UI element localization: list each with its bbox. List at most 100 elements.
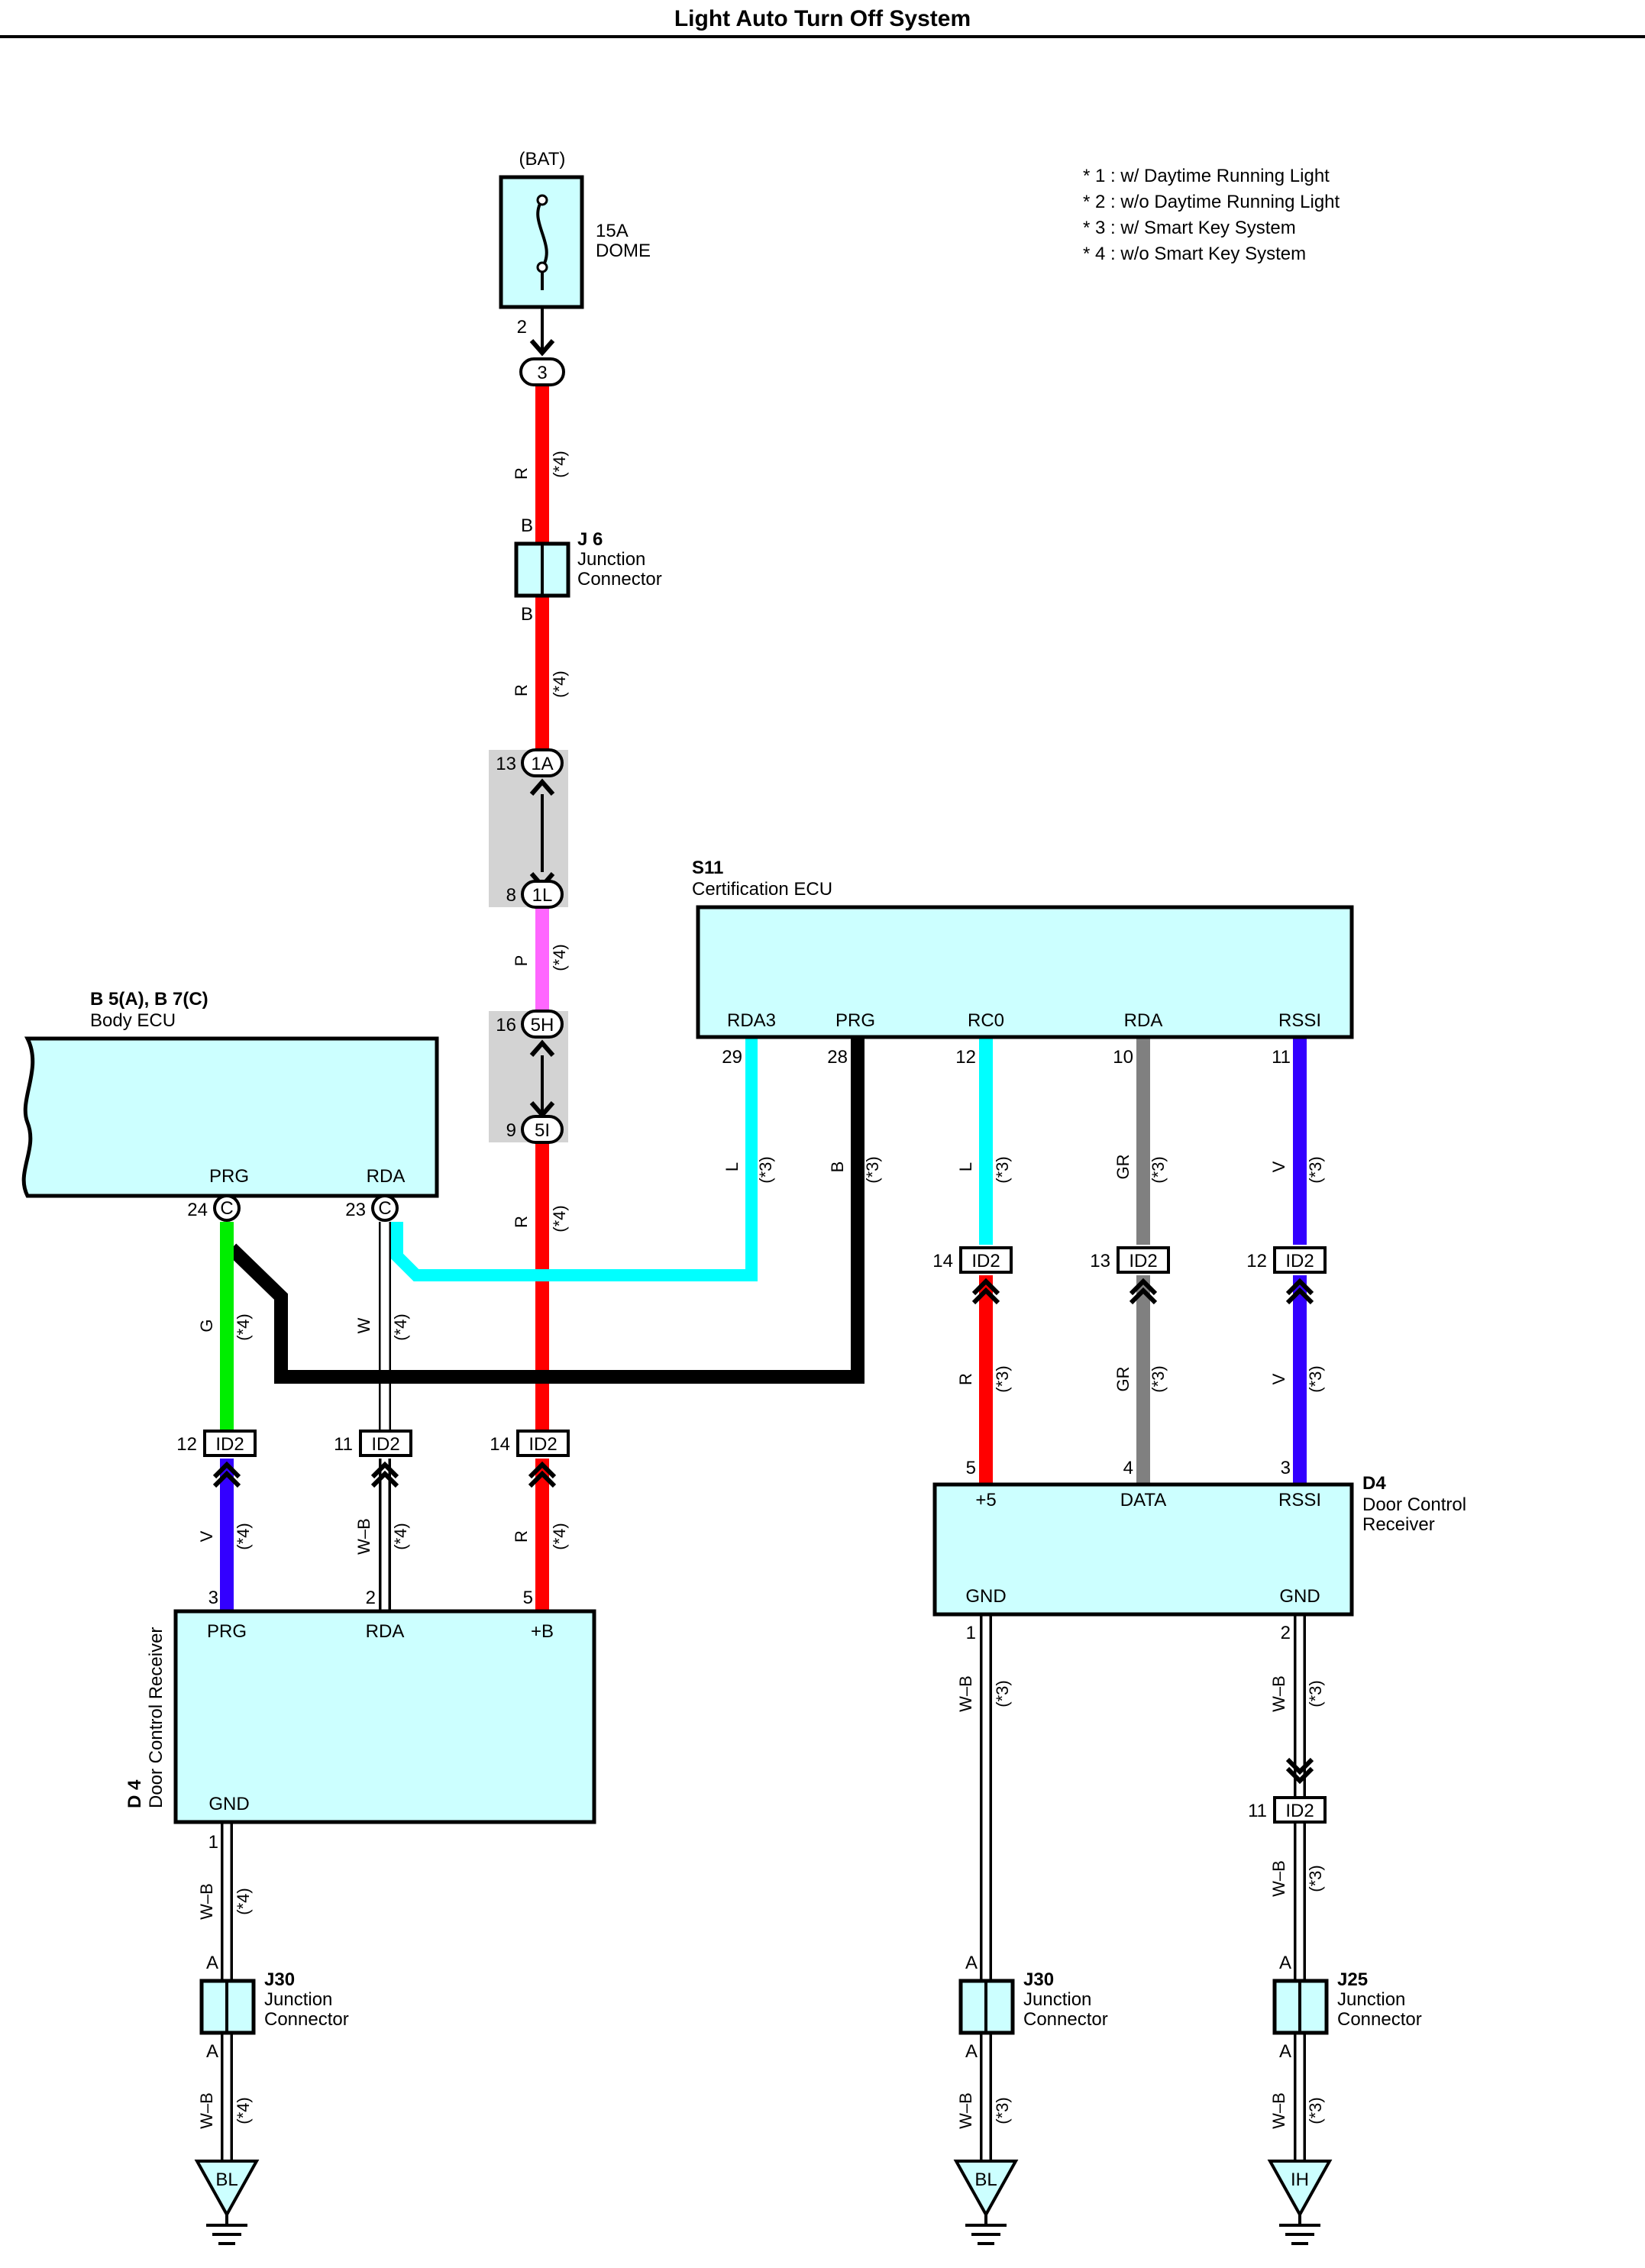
id2-right-11-arrow xyxy=(1285,1757,1314,1785)
wire-label-note: (*4) xyxy=(234,1523,253,1549)
wire-label-color: W–B xyxy=(197,2092,216,2129)
dcr-left-box xyxy=(173,1609,596,1824)
wire-label-note: (*3) xyxy=(1306,1156,1325,1183)
dcr-left-pin-2: 2 xyxy=(366,1588,376,1608)
wire-label-note: (*3) xyxy=(1306,1680,1325,1707)
certification-ecu: S11 Certification ECU RDA3 PRG RC0 RDA R… xyxy=(692,858,1354,1068)
connector-5h-arrow xyxy=(529,1039,555,1057)
dcr-right-terminal-rssi: RSSI xyxy=(1278,1490,1321,1510)
ground-ih-right: IH xyxy=(1267,2160,1333,2245)
wire-label-note: (*4) xyxy=(550,1523,569,1549)
dcr-left-pin-3: 3 xyxy=(208,1588,218,1608)
wire-label-note: (*3) xyxy=(993,1680,1012,1707)
connector-5h-pin: 16 xyxy=(496,1015,516,1035)
wire-label-note: (*4) xyxy=(391,1313,410,1340)
id2-right-14-box xyxy=(959,1246,1013,1274)
connector-5h-id: 5H xyxy=(531,1015,554,1035)
ground-bl-left-triangle xyxy=(194,2160,260,2218)
j6-pin-top: B xyxy=(521,515,533,536)
wire-label-note: (*4) xyxy=(234,1313,253,1340)
id2-right-12-label: ID2 xyxy=(1285,1251,1314,1271)
wire-label-color: W–B xyxy=(1269,1675,1288,1712)
wire-label-note: (*3) xyxy=(1306,1865,1325,1892)
note-2: * 2 : w/o Daytime Running Light xyxy=(1083,192,1340,212)
fuse-terminal-bottom xyxy=(536,261,548,273)
wire-label-note: (*3) xyxy=(1149,1365,1168,1392)
ground-bl-mid: BL xyxy=(953,2160,1019,2245)
dcr-right-pin-2: 2 xyxy=(1281,1623,1291,1643)
ground-bl-left: BL xyxy=(194,2160,260,2245)
cert-ecu-terminal-rda: RDA xyxy=(1124,1010,1163,1031)
id2-left-11-box xyxy=(359,1430,412,1457)
id2-right-11-box xyxy=(1273,1796,1327,1824)
dcr-right-box xyxy=(932,1482,1354,1617)
j30-mid-line2: Connector xyxy=(1023,2009,1108,2030)
cert-ecu-box xyxy=(696,905,1354,1039)
connector-1l-pin: 8 xyxy=(506,885,516,906)
id2-right-13-box xyxy=(1117,1246,1170,1274)
wire-label-color: P xyxy=(512,955,531,967)
cert-ecu-pin-11: 11 xyxy=(1272,1047,1291,1068)
body-ecu-id: B 5(A), B 7(C) xyxy=(90,989,208,1010)
wire-label-color: W–B xyxy=(354,1518,373,1555)
fuse-source-label: (BAT) xyxy=(519,149,566,170)
wire-label-note: (*4) xyxy=(234,2097,253,2124)
ground-ih-triangle xyxy=(1267,2160,1333,2218)
dcr-left-id: D 4 xyxy=(124,1779,145,1808)
wire-label-note: (*4) xyxy=(234,1888,253,1914)
body-ecu-pin-23: 23 xyxy=(345,1200,366,1220)
cert-ecu-terminal-rda3: RDA3 xyxy=(727,1010,776,1031)
fuse-arrow xyxy=(529,339,555,357)
wire-label-color: L xyxy=(956,1162,975,1171)
dcr-right-pin-1: 1 xyxy=(966,1623,976,1643)
wire-black-prg xyxy=(226,1039,865,1384)
dcr-right-pin-5: 5 xyxy=(966,1458,976,1478)
wire-label-color: W xyxy=(354,1317,373,1333)
id2-right-13-label: ID2 xyxy=(1129,1251,1157,1271)
id2-left-11-arrow xyxy=(370,1461,399,1488)
id2-right-12-arrow xyxy=(1285,1278,1314,1305)
wire-label-color: W–B xyxy=(1269,1860,1288,1897)
connector-1l-oval xyxy=(521,880,564,909)
wire-label-color: GR xyxy=(1113,1155,1133,1180)
connector-5i-pin: 9 xyxy=(506,1120,516,1141)
wire-label-note: (*4) xyxy=(550,1205,569,1232)
wire-label-color: B xyxy=(828,1161,847,1173)
wire-label-color: R xyxy=(512,467,531,480)
ground-bl-left-label: BL xyxy=(215,2169,238,2190)
id2-left-11-label: ID2 xyxy=(371,1434,399,1455)
id2-right-11-pin: 11 xyxy=(1248,1801,1267,1821)
wire-label-color: V xyxy=(1269,1161,1288,1172)
id2-left-12-arrow xyxy=(212,1461,241,1488)
wire-label-note: (*4) xyxy=(391,1523,410,1549)
id2-right-12-box xyxy=(1273,1246,1327,1274)
fuse-terminal-top xyxy=(536,194,548,206)
dcr-right-line1: Door Control xyxy=(1362,1494,1466,1515)
body-ecu-box xyxy=(21,1036,439,1198)
cert-ecu-terminal-rc0: RC0 xyxy=(968,1010,1004,1031)
wire-label-color: R xyxy=(956,1373,975,1385)
j30-mid-pin-top: A xyxy=(965,1953,978,1973)
connector-1a-oval xyxy=(521,748,564,777)
id2-right-14-label: ID2 xyxy=(971,1251,1000,1271)
inline-connector-5i: 5I 9 xyxy=(506,1101,564,1144)
connector-1a-arrow xyxy=(529,778,555,796)
cert-ecu-pin-29: 29 xyxy=(722,1047,742,1068)
connector-1a-id: 1A xyxy=(531,754,553,774)
fuse-rating: 15A xyxy=(596,221,629,241)
wire-label-note: (*3) xyxy=(993,2097,1012,2124)
id2-left-11-pin: 11 xyxy=(334,1434,353,1455)
wire-label-note: (*4) xyxy=(550,451,569,477)
wire-label-color: W–B xyxy=(197,1883,216,1920)
body-ecu-conn-rda-label: C xyxy=(378,1198,391,1219)
id2-right-11-label: ID2 xyxy=(1285,1801,1314,1821)
door-control-receiver-right: +5 DATA RSSI GND GND 5 4 3 1 2 D4 Door C… xyxy=(932,1458,1466,1643)
id2-right-14-pin: 14 xyxy=(932,1251,953,1271)
wire-label-color: GR xyxy=(1113,1367,1133,1392)
note-3: * 3 : w/ Smart Key System xyxy=(1083,218,1296,238)
j6-line1: Junction xyxy=(577,549,645,570)
connector-5h-oval xyxy=(521,1010,564,1039)
dcr-left-terminal-prg: PRG xyxy=(207,1621,247,1642)
j30-left-pin-top: A xyxy=(206,1953,218,1973)
wire-label-color: R xyxy=(512,1216,531,1228)
